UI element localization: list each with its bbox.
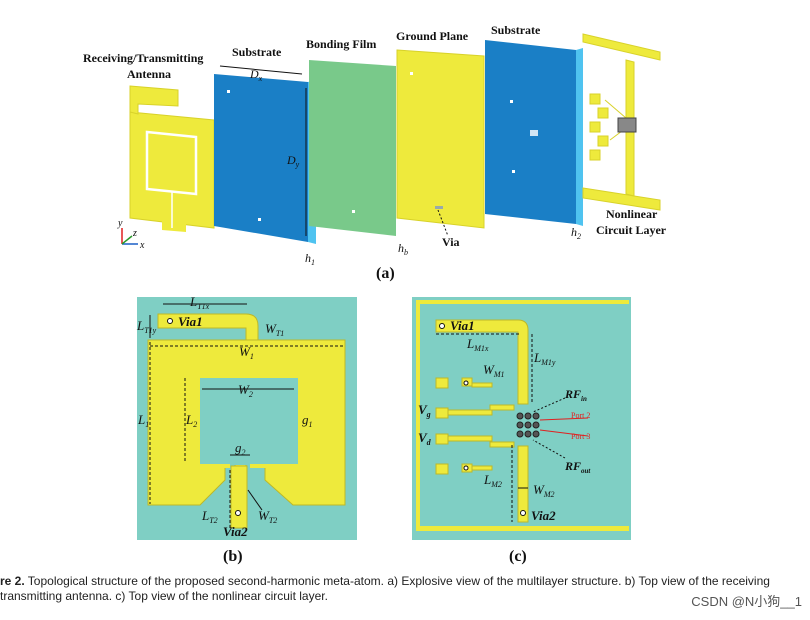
substrate1-layer: [214, 74, 316, 244]
hb-label: hb: [398, 241, 408, 257]
h2-label: h2: [571, 225, 581, 241]
via2-label-c: Via2: [531, 508, 556, 523]
via-label: Via: [442, 235, 460, 249]
wm2-label: WM2: [533, 482, 555, 499]
g1-label: g1: [302, 412, 313, 429]
wm1-label: WM1: [483, 362, 505, 379]
w2-label: W2: [238, 382, 253, 399]
rfin-label: RFin: [564, 387, 587, 403]
lt1y-label: LT1y: [136, 318, 157, 335]
port3-label: Port 3: [571, 432, 590, 441]
panel-a-label: (a): [376, 265, 395, 282]
lt1x-label: LT1x: [189, 294, 210, 311]
ground-plane-layer: [396, 49, 485, 229]
ground-plane-label: Ground Plane: [396, 29, 469, 43]
caption-figure-number: re 2.: [0, 574, 25, 588]
w1-label: W1: [239, 344, 254, 361]
wt1-label: WT1: [265, 321, 284, 338]
antenna-label-line1: Receiving/Transmitting: [83, 51, 203, 65]
vd-label: Vd: [418, 430, 432, 447]
vg-label: Vg: [418, 402, 431, 419]
h1-label: h1: [305, 251, 315, 267]
l1-label: L1: [137, 412, 149, 429]
panel-b-label: (b): [223, 548, 243, 565]
wt2-label: WT2: [258, 508, 277, 525]
rfout-label: RFout: [564, 459, 591, 475]
dx-label: Dx: [249, 67, 263, 83]
dy-label: Dy: [286, 153, 300, 169]
nonlinear-label-line2: Circuit Layer: [596, 223, 667, 237]
via1-label-b: Via1: [178, 314, 203, 329]
substrate2-layer: [485, 40, 583, 226]
via2-label-b: Via2: [223, 524, 248, 539]
panel-a: Receiving/Transmitting Antenna Substrate…: [83, 23, 667, 282]
panel-b: LT1x LT1y Via1 WT1 W1 W2 L1 L2 g1 g2 LT2…: [136, 294, 357, 565]
panel-c: Via1 LM1x LM1y WM1 RFin Vg Vd Port 2 Por…: [412, 297, 631, 565]
antenna-layer: [129, 85, 215, 232]
bonding-film-label: Bonding Film: [306, 37, 376, 51]
lt2-label: LT2: [201, 508, 218, 525]
lm1y-label: LM1y: [533, 350, 556, 367]
axis-y-label: y: [117, 218, 123, 229]
caption-line1: re 2. Topological structure of the propo…: [0, 574, 810, 589]
g2-label: g2: [235, 440, 246, 457]
via1-label-c: Via1: [450, 318, 475, 333]
caption-line1-text: Topological structure of the proposed se…: [24, 574, 770, 588]
figure-caption: re 2. Topological structure of the propo…: [0, 574, 810, 604]
port2-label: Port 2: [571, 411, 590, 420]
lm1x-label: LM1x: [466, 336, 489, 353]
antenna-label-line2: Antenna: [127, 67, 171, 81]
axes-icon: y x z: [117, 218, 145, 251]
substrate2-label: Substrate: [491, 23, 541, 37]
panel-c-label: (c): [509, 548, 527, 565]
lm2-label: LM2: [483, 472, 502, 489]
axis-x-label: x: [139, 240, 145, 251]
substrate1-label: Substrate: [232, 45, 282, 59]
nonlinear-circuit-layer: [582, 33, 661, 211]
axis-z-label: z: [132, 228, 137, 239]
l2-label: L2: [185, 412, 197, 429]
nonlinear-label-line1: Nonlinear: [606, 207, 658, 221]
watermark: CSDN @N小狗__1: [691, 594, 802, 609]
caption-line2: transmitting antenna. c) Top view of the…: [0, 589, 328, 603]
bonding-film-layer: [309, 60, 396, 236]
